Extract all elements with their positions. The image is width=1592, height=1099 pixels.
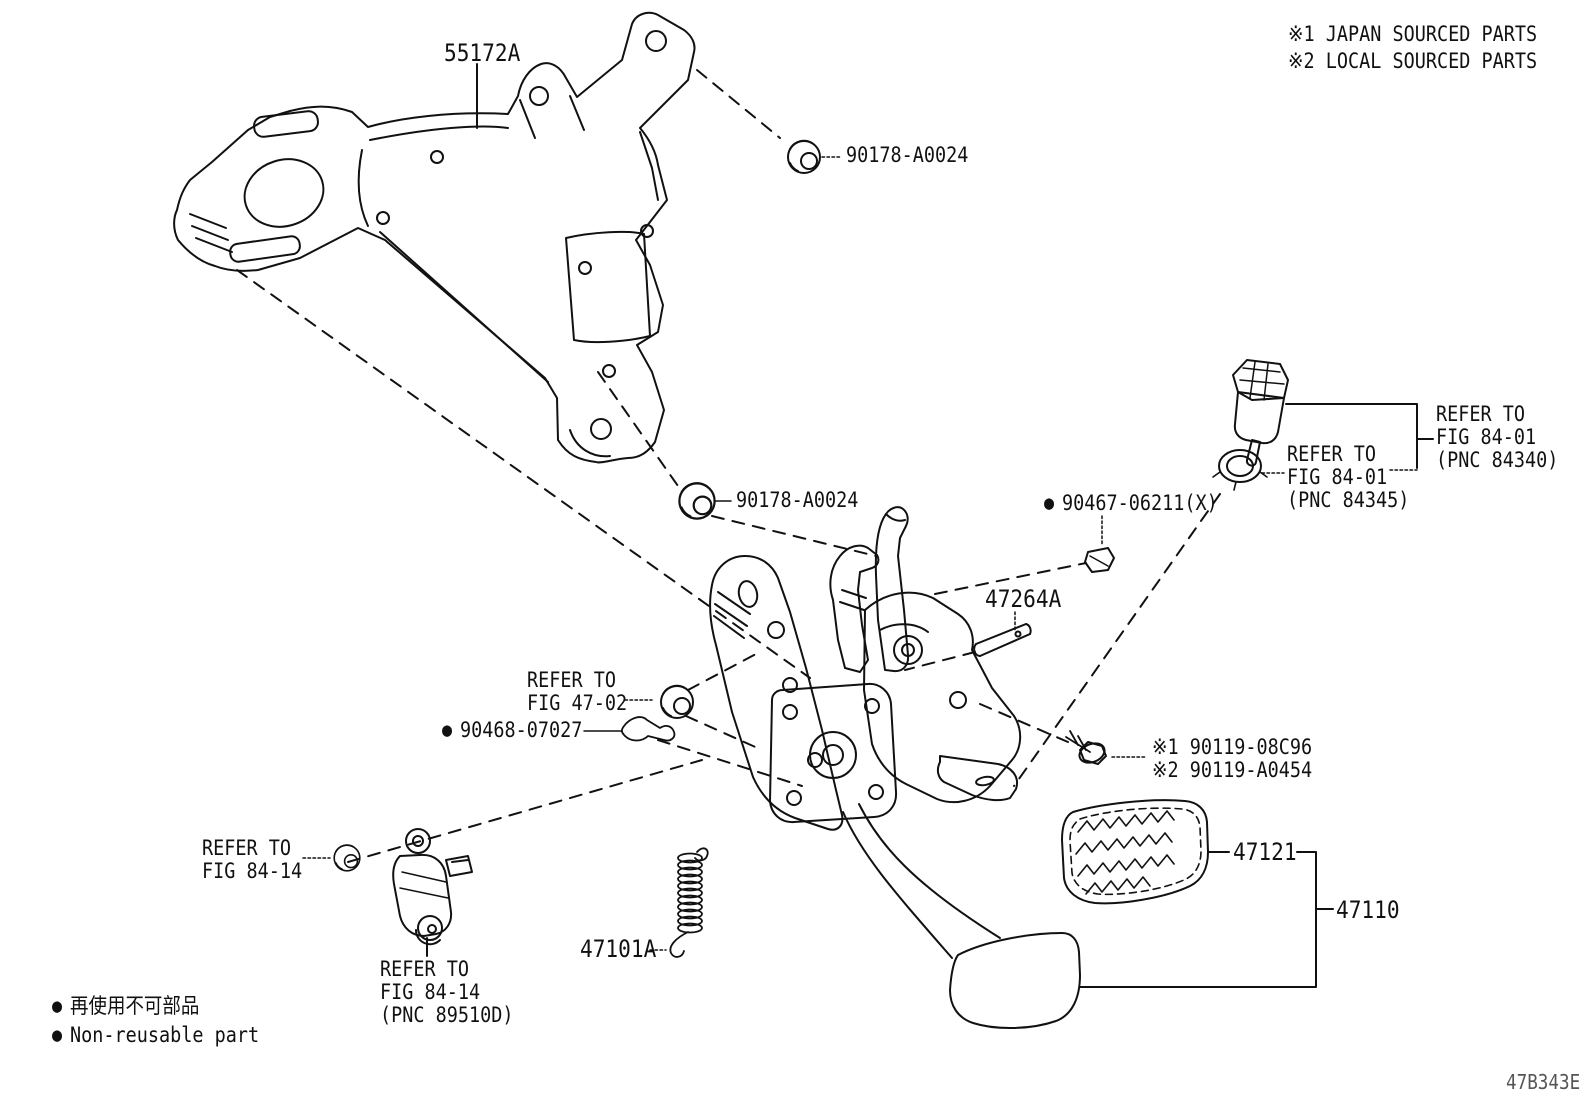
pedal-bracket-assembly-drawing [709,506,1081,1029]
refer-fig-84-01-pnc-84345: REFER TO FIG 84-01 (PNC 84345) [1287,442,1410,512]
drawing-code: 47B343E [1506,1070,1581,1094]
stop-lamp-switch-drawing [1232,359,1289,467]
part-number-90467: 90467-06211(X) [1061,491,1218,515]
part-number-90178-mid: 90178-A0024 [736,488,859,512]
part-number-90119-local: ※2 90119-A0454 [1152,758,1313,782]
clevis-pin-drawing [973,623,1032,657]
legend-text-jp: 再使用不可部品 [69,994,200,1018]
nut-icon [333,844,361,872]
non-reusable-dot-icon: ● [52,995,63,1017]
legend-text-en: Non-reusable part [69,1023,260,1047]
wire-clip-drawing [620,716,676,742]
part-number-47264a: 47264A [985,585,1062,613]
part-number-90468: 90468-07027 [459,718,583,742]
switch-clip-drawing [1084,547,1115,573]
part-row-90468: ● 90468-07027 [442,719,582,742]
note-local-sourced: ※2 LOCAL SOURCED PARTS [1288,49,1538,73]
pedal-pad-drawing [1061,799,1209,905]
switch-grommet-drawing [1212,449,1268,491]
part-number-90119-japan: ※1 90119-08C96 [1152,735,1313,759]
dotted-leader-lines [302,156,1418,951]
refer-fig-84-14: REFER TO FIG 84-14 [202,836,303,883]
nut-icon [787,139,821,174]
note-japan-sourced: ※1 JAPAN SOURCED PARTS [1288,22,1538,46]
legend-row-jp: ● 再使用不可部品 [52,995,199,1018]
part-number-90178-top: 90178-A0024 [846,143,969,167]
part-number-47121: 47121 [1233,838,1297,866]
pedal-support-bracket-drawing [173,11,696,464]
dashed-leader-lines [236,69,1221,863]
refer-fig-84-14-pnc-89510d: REFER TO FIG 84-14 (PNC 89510D) [380,957,514,1027]
solid-leader-lines [426,63,1434,988]
refer-fig-47-02: REFER TO FIG 47-02 [527,668,628,715]
part-number-47101a: 47101A [580,935,657,963]
part-number-47110: 47110 [1336,896,1400,924]
part-number-55172a: 55172A [444,39,521,67]
stopper-screw-drawing [1065,730,1107,765]
non-reusable-dot-icon: ● [52,1024,63,1046]
legend-row-en: ● Non-reusable part [52,1024,259,1047]
part-row-90467: ● 90467-06211(X) [1044,492,1218,515]
non-reusable-dot-icon: ● [1044,492,1055,514]
nut-icon [678,482,716,520]
refer-fig-84-01-pnc-84340: REFER TO FIG 84-01 (PNC 84340) [1436,402,1559,472]
return-spring-drawing [669,847,709,958]
stroke-sensor-drawing [392,828,473,946]
non-reusable-dot-icon: ● [442,719,453,741]
